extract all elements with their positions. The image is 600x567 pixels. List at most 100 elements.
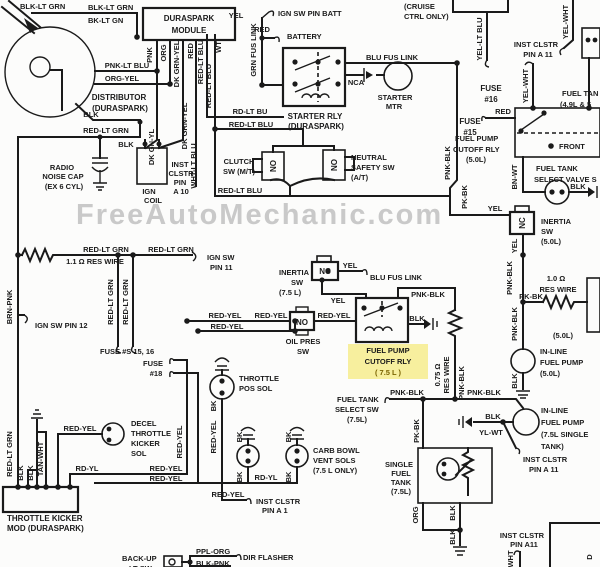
wire-label: BLK [26,465,35,481]
select-valve-label: FUEL TANK [536,164,578,173]
fuel-tank-select-sw-label: (7.5L) [347,415,368,424]
fuel-tank-select-valve-circle [544,179,570,205]
wire-label: YEL-WHT [521,69,530,104]
neutral-safety-label: SAFETY SW [351,163,396,172]
inertia-50-section: PK-BK YEL NC INERTIA SW (5.0L) YEL PNK-B… [397,185,600,400]
neutral-safety-label: (A/T) [351,173,369,182]
wire-label: PNK-BLK [390,388,424,397]
switch-nub [295,306,309,313]
inst-clstr-a11-label: PIN A11 [510,540,538,549]
wires-bottom-left [17,314,298,567]
watermark: FreeAutoMechanic.com [76,199,443,231]
wires-distributor [0,0,197,256]
single-tank-label: SINGLE [385,460,413,469]
distributor-label: (DURASPARK) [92,104,148,113]
fuse-15-label: #15 [463,128,477,137]
inertia-sw-75-label: INERTIA [279,268,310,277]
wire-label: BK [284,471,293,482]
fuel-tank-valves-label: (4.9L & 5 [560,100,591,109]
wire-label: BLK-LT GRN [20,2,65,11]
ign-coil-box [136,147,168,185]
throttle-kicker-mod-label: THROTTLE KICKER [7,514,83,523]
inst-clstr-a11-label: INST CLSTR [514,40,559,49]
wire-label: PPL-ORG [196,547,230,556]
radio-noise-cap-label: RADIO [50,163,74,172]
hook [235,553,242,561]
wire-label: BLK [83,110,99,119]
relay-ground-clip-icon [424,318,438,330]
wire-label: WHT-LT BLU [189,143,198,188]
oil-pressure-switch-label: OIL PRES [286,337,321,346]
wire-label: YEL [343,261,358,270]
ign-sw-pin-batt-label: IGN SW PIN BATT [278,9,342,18]
ground-up-icon [31,409,43,419]
cruise-note-label: (CRUISE [404,2,435,11]
no-contact-label: NO [296,318,308,327]
distributor-circle [4,26,96,118]
backup-light-switch-label: BACK-UP [122,554,157,563]
inst-clstr-a11-label: INST CLSTR [500,531,545,540]
ign-coil-label: IGN [142,187,155,196]
inst-clstr-a10-label: CLSTR [169,169,195,178]
wire-label: BLK [570,182,586,191]
wire-label: NCA [348,78,365,87]
radio-noise-cap-label: NOISE CAP [42,172,83,181]
starter-section: YEL IGN SW PIN BATT RED BATTERY GRN FUS … [196,9,511,216]
cutoff-relay-75-label: ( 7.5 L ) [375,368,402,377]
inertia-sw-50-label: INERTIA [541,217,572,226]
starter-ground-clip-icon [363,68,373,82]
inst-clstr-a1-label: PIN A 1 [262,506,288,515]
inline-pump-50-label: (5.0L) [540,369,561,378]
res-wire-label: 1.0 Ω [547,274,566,283]
wire-label: YL-WT [479,428,503,437]
middle-section: RED-LT GRN RED-LT GRN 1.1 Ω RES WIRE BRN… [5,245,525,424]
wire-label: BLK [409,314,425,323]
wire-label: RED-LT GRN [5,431,14,477]
wire-label: GRN FUS LINK [249,23,258,77]
radio-noise-cap-label: (EX 6 CYL) [45,182,84,191]
wire-label: YEL [488,204,503,213]
wire-label: PK-BK [412,419,421,443]
hooks [23,251,391,404]
oil-pressure-switch-label: SW [297,347,310,356]
hook [245,497,252,505]
decel-kicker-sol-circle [101,422,125,446]
wire-label: PNK-BLK [505,261,514,295]
backup-switch-contact [168,558,176,566]
wire-label: PNK-LT BLU [105,61,149,70]
wire-label: YEL [331,296,346,305]
clutch-switch-label: CLUTCH [224,157,255,166]
bottom-middle-section: THROTTLE POS SOL BK RED-YEL BK BK BK BK … [209,357,360,515]
carb-bowl-vent-label: VENT SOLS [313,456,356,465]
cutoff-relay-75-label: FUEL PUMP [366,346,409,355]
wire-label: RED-LT BLU [229,120,273,129]
wire-label: PNK [145,47,154,63]
wire-label: BLK [510,373,519,389]
inst-clstr-a10-label: A 10 [173,187,189,196]
wire-label: RED-YEL [209,420,218,453]
wire-label: RED-YEL [150,464,183,473]
throttle-pos-sol-circle [209,374,235,400]
neutral-safety-switch-box [322,149,346,181]
wire-label: BLK [118,140,134,149]
fuses-15-16-label: FUSE #S 15, 16 [100,347,154,356]
inline-pump-75-label: FUEL PUMP [541,418,584,427]
wire-label: RED-LT GRN [83,245,129,254]
wire-label: PK-BK [460,185,469,209]
ign-sw-pin12-label: IGN SW PIN 12 [35,321,88,330]
wire-label: RED-LT GRN [83,126,129,135]
backup-light-switch-box [163,555,183,567]
no-contact-label: NO [330,159,339,171]
wire-label: PNK-BLK [443,146,452,180]
wire-label: RED-YEL [318,311,351,320]
res-wire-label: RES WIRE [442,356,451,393]
wire-label: BLU FUS LINK [366,53,419,62]
junction-dots [97,34,173,147]
battery-label: BATTERY [287,32,322,41]
wire-label: ORG-YEL [105,74,140,83]
wire-label: RED-YEL [64,424,97,433]
decel-kicker-sol-label: THROTTLE [131,429,171,438]
wire-label: BLK-PNK [196,559,230,567]
wire-label: RED-YEL [212,490,245,499]
inline-pump-50-label: FUEL PUMP [540,358,583,367]
